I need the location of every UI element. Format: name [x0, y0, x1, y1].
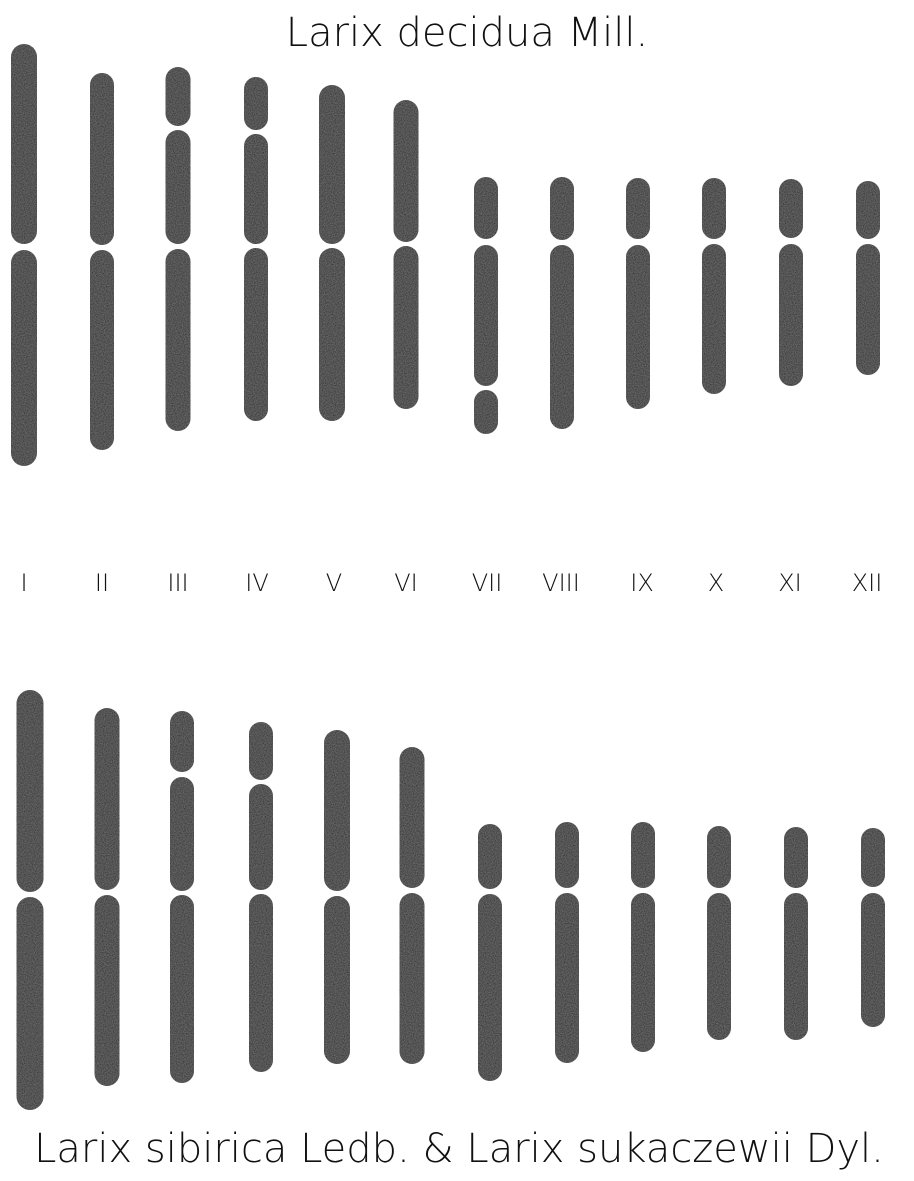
sibirica-chromosome-II — [95, 708, 120, 1086]
label-IX: IX — [630, 569, 654, 597]
decidua-chromosome-X-arm-1 — [702, 178, 726, 239]
decidua-chromosome-III-arm-1 — [166, 67, 191, 126]
decidua-chromosome-V-arm-2 — [319, 248, 345, 421]
sibirica-chromosome-I-arm-1 — [17, 690, 44, 892]
upper-chromosome-set — [11, 44, 880, 466]
sibirica-chromosome-II-arm-2 — [95, 895, 120, 1086]
label-VII: VII — [472, 569, 503, 597]
decidua-chromosome-II — [90, 73, 114, 450]
decidua-chromosome-II-arm-2 — [90, 250, 114, 450]
decidua-chromosome-VII-arm-2 — [474, 245, 498, 386]
sibirica-chromosome-VIII-arm-1 — [555, 822, 579, 888]
sibirica-chromosome-XI-arm-1 — [784, 827, 808, 888]
decidua-chromosome-III-arm-3 — [166, 249, 191, 431]
sibirica-chromosome-VIII — [555, 822, 579, 1063]
decidua-chromosome-III-arm-2 — [166, 130, 191, 244]
sibirica-chromosome-XII — [861, 828, 885, 1027]
label-III: III — [167, 569, 188, 597]
decidua-chromosome-II-arm-1 — [90, 73, 114, 245]
sibirica-chromosome-III-arm-2 — [170, 777, 194, 891]
decidua-chromosome-XI-arm-1 — [779, 179, 803, 238]
label-VIII: VIII — [542, 569, 580, 597]
label-XII: XII — [852, 569, 883, 597]
sibirica-chromosome-VII — [478, 824, 502, 1081]
sibirica-chromosome-VII-arm-1 — [478, 824, 502, 889]
sibirica-chromosome-III-arm-1 — [170, 711, 194, 772]
label-V: V — [326, 569, 342, 597]
decidua-chromosome-VIII-arm-1 — [550, 177, 574, 240]
label-II: II — [95, 569, 109, 597]
sibirica-chromosome-II-arm-1 — [95, 708, 120, 890]
label-XI: XI — [778, 569, 802, 597]
label-IV: IV — [245, 569, 269, 597]
sibirica-chromosome-IX-arm-2 — [631, 893, 655, 1052]
decidua-chromosome-IV-arm-1 — [244, 77, 268, 130]
decidua-chromosome-IX-arm-1 — [626, 178, 650, 239]
decidua-chromosome-X-arm-2 — [702, 244, 726, 394]
sibirica-chromosome-IV-arm-3 — [249, 894, 273, 1072]
sibirica-chromosome-VI-arm-2 — [400, 893, 425, 1064]
decidua-chromosome-I-arm-2 — [11, 250, 37, 466]
sibirica-chromosome-XI-arm-2 — [784, 893, 808, 1040]
decidua-chromosome-III — [166, 67, 191, 431]
sibirica-chromosome-X — [707, 826, 731, 1040]
decidua-chromosome-VII — [474, 177, 498, 434]
sibirica-chromosome-V-arm-2 — [324, 896, 350, 1064]
decidua-chromosome-VIII-arm-2 — [550, 245, 574, 429]
sibirica-chromosome-X-arm-1 — [707, 826, 731, 888]
decidua-chromosome-VI-arm-2 — [394, 246, 419, 409]
decidua-chromosome-I — [11, 44, 37, 466]
decidua-chromosome-VIII — [550, 177, 574, 429]
sibirica-chromosome-III-arm-3 — [170, 895, 194, 1083]
decidua-chromosome-VII-arm-3 — [474, 390, 498, 434]
decidua-chromosome-XII-arm-2 — [856, 244, 880, 375]
sibirica-chromosome-VII-arm-2 — [478, 894, 502, 1081]
lower-chromosome-set — [17, 690, 886, 1110]
decidua-chromosome-XI — [779, 179, 803, 386]
sibirica-chromosome-V-arm-1 — [324, 730, 350, 891]
sibirica-chromosome-V — [324, 730, 350, 1064]
sibirica-chromosome-IV-arm-1 — [249, 722, 273, 780]
sibirica-chromosome-XI — [784, 827, 808, 1040]
sibirica-chromosome-IX-arm-1 — [631, 822, 655, 888]
sibirica-chromosome-VI-arm-1 — [400, 747, 425, 888]
decidua-chromosome-XII-arm-1 — [856, 181, 880, 239]
decidua-chromosome-XI-arm-2 — [779, 244, 803, 386]
decidua-chromosome-IV-arm-2 — [244, 134, 268, 244]
decidua-chromosome-X — [702, 178, 726, 394]
sibirica-chromosome-XII-arm-2 — [861, 893, 885, 1027]
decidua-chromosome-IX — [626, 178, 650, 409]
decidua-chromosome-V-arm-1 — [319, 85, 345, 244]
chromosome-number-labels: I II III IV V VI VII VIII IX X XI XII — [20, 569, 882, 597]
sibirica-chromosome-X-arm-2 — [707, 893, 731, 1040]
sibirica-chromosome-VI — [400, 747, 425, 1064]
sibirica-chromosome-VIII-arm-2 — [555, 893, 579, 1063]
decidua-chromosome-VI — [394, 100, 419, 409]
label-X: X — [708, 569, 724, 597]
decidua-chromosome-VI-arm-1 — [394, 100, 419, 242]
sibirica-chromosome-XII-arm-1 — [861, 828, 885, 887]
sibirica-chromosome-IX — [631, 822, 655, 1052]
title-bottom: Larix sibirica Ledb. & Larix sukaczewii … — [34, 1126, 884, 1172]
decidua-chromosome-VII-arm-1 — [474, 177, 498, 239]
decidua-chromosome-I-arm-1 — [11, 44, 37, 244]
label-I: I — [20, 569, 27, 597]
sibirica-chromosome-I — [17, 690, 44, 1110]
label-VI: VI — [394, 569, 418, 597]
decidua-chromosome-V — [319, 85, 345, 421]
decidua-chromosome-IV — [244, 77, 268, 421]
sibirica-chromosome-IV-arm-2 — [249, 784, 273, 890]
sibirica-chromosome-I-arm-2 — [17, 897, 44, 1110]
decidua-chromosome-XII — [856, 181, 880, 375]
decidua-chromosome-IX-arm-2 — [626, 245, 650, 409]
sibirica-chromosome-IV — [249, 722, 273, 1072]
sibirica-chromosome-III — [170, 711, 194, 1083]
decidua-chromosome-IV-arm-3 — [244, 248, 268, 421]
title-top: Larix decidua Mill. — [286, 10, 648, 56]
